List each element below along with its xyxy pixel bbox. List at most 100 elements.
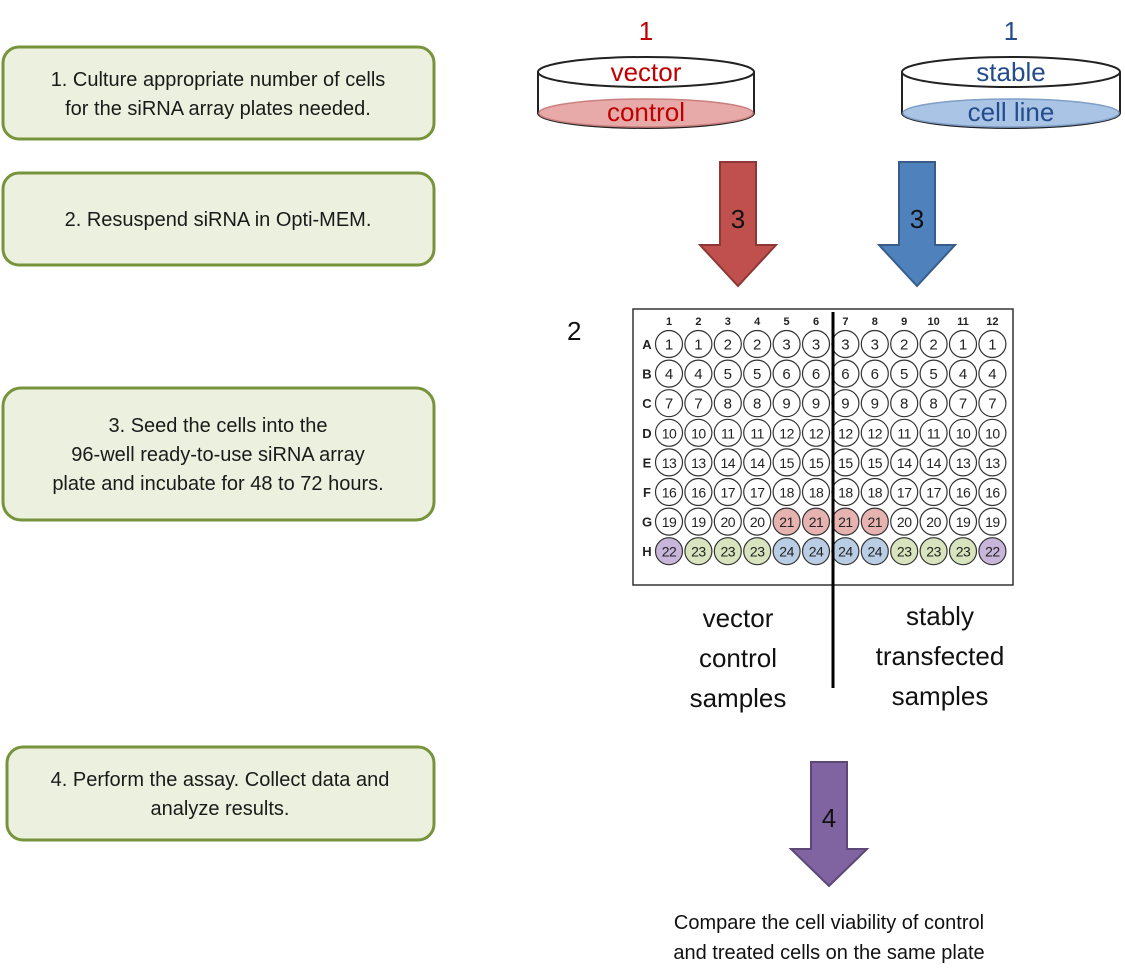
well-circle <box>801 537 831 566</box>
dish-2-number: 1 <box>1004 16 1018 46</box>
well-number: 8 <box>929 396 937 413</box>
well-circle <box>919 448 948 477</box>
plate-well: 14 <box>919 448 948 477</box>
well-number: 3 <box>841 337 849 354</box>
well-circle <box>919 477 948 507</box>
caption-left-line-3: samples <box>690 683 787 713</box>
well-number: 6 <box>871 366 879 383</box>
well-circle <box>772 389 801 418</box>
well-number: 5 <box>753 366 761 383</box>
well-number: 24 <box>779 544 794 560</box>
plate-well: 1 <box>978 329 1007 359</box>
plate-well: 2 <box>743 329 772 359</box>
dish-1-bottom-label: control <box>607 97 685 127</box>
well-number: 24 <box>868 544 883 560</box>
plate-well: 8 <box>713 389 742 418</box>
plate-well: 15 <box>831 448 860 477</box>
plate-well: 10 <box>684 418 713 447</box>
well-circle <box>743 507 772 536</box>
plate-well: 22 <box>978 537 1007 566</box>
arrow-4-purple: 4 <box>788 761 870 888</box>
well-circle <box>948 537 978 566</box>
plate-column-label: 1 <box>666 316 672 328</box>
dish-stable-cell-line: 1 stable cell line <box>901 16 1121 129</box>
plate-well: 18 <box>860 477 889 507</box>
step-3-box: 3. Seed the cells into the 96-well ready… <box>1 386 436 522</box>
dish-2-bottom-label: cell line <box>968 97 1055 127</box>
well-number: 8 <box>753 396 761 413</box>
step-2-box: 2. Resuspend siRNA in Opti-MEM. <box>1 171 436 267</box>
well-circle <box>860 448 889 477</box>
plate-well: 23 <box>743 537 772 566</box>
well-number: 2 <box>724 337 732 354</box>
well-circle <box>948 418 978 447</box>
well-number: 2 <box>900 337 908 354</box>
well-number: 22 <box>985 544 1000 560</box>
well-number: 12 <box>809 425 824 441</box>
dish-2-liquid <box>902 98 1120 128</box>
plate-well: 19 <box>654 507 684 536</box>
arrow-3-red-label: 3 <box>731 204 745 234</box>
well-number: 21 <box>809 514 824 530</box>
plate-well: 9 <box>860 389 889 418</box>
plate-well: 22 <box>654 537 684 566</box>
step-1-box: 1. Culture appropriate number of cells f… <box>1 45 436 141</box>
plate-well: 16 <box>978 477 1007 507</box>
plate-well: 14 <box>713 448 742 477</box>
dish-1-number: 1 <box>639 16 653 46</box>
plate-well: 23 <box>919 537 948 566</box>
well-number: 17 <box>897 485 912 501</box>
plate-well: 6 <box>801 359 831 388</box>
step-4-box: 4. Perform the assay. Collect data and a… <box>5 745 436 842</box>
plate-well: 7 <box>978 389 1007 418</box>
plate-column-label: 5 <box>784 316 790 328</box>
well-circle <box>772 448 801 477</box>
well-number: 17 <box>926 485 941 501</box>
well-number: 7 <box>665 396 673 413</box>
plate-well: 1 <box>948 329 978 359</box>
well-circle <box>860 329 889 359</box>
plate-well: 12 <box>772 418 801 447</box>
well-circle <box>890 507 919 536</box>
well-circle <box>919 418 948 447</box>
well-circle <box>654 537 684 566</box>
well-number: 6 <box>812 366 820 383</box>
well-circle <box>948 477 978 507</box>
plate-well: 3 <box>801 329 831 359</box>
well-circle <box>801 359 831 388</box>
plate-well: 21 <box>831 507 860 536</box>
well-number: 4 <box>665 366 673 383</box>
well-number: 2 <box>753 337 761 354</box>
well-circle <box>978 448 1007 477</box>
plate-well: 11 <box>743 418 772 447</box>
step-1-line-1: 1. Culture appropriate number of cells <box>51 69 386 91</box>
plate-well: 9 <box>801 389 831 418</box>
well-circle <box>801 507 831 536</box>
caption-right-line-1: stably <box>906 601 974 631</box>
well-circle <box>713 329 742 359</box>
step-3-line-3: plate and incubate for 48 to 72 hours. <box>52 473 383 495</box>
plate-well: 13 <box>684 448 713 477</box>
well-circle <box>743 477 772 507</box>
well-number: 20 <box>721 514 736 530</box>
well-circle <box>919 389 948 418</box>
well-number: 4 <box>694 366 702 383</box>
well-number: 10 <box>662 425 677 441</box>
well-circle <box>978 359 1007 388</box>
well-number: 23 <box>926 544 941 560</box>
plate-column-label: 11 <box>957 316 969 328</box>
well-number: 21 <box>838 514 853 530</box>
well-number: 17 <box>721 485 736 501</box>
plate-well: 7 <box>654 389 684 418</box>
well-number: 10 <box>956 425 971 441</box>
caption-vector-control: vector control samples <box>690 603 787 713</box>
plate-well: 8 <box>890 389 919 418</box>
caption-right-line-2: transfected <box>876 641 1005 671</box>
plate-well: 20 <box>743 507 772 536</box>
well-number: 20 <box>897 514 912 530</box>
plate-well: 5 <box>890 359 919 388</box>
well-number: 20 <box>750 514 765 530</box>
dish-vector-control: 1 vector control <box>537 16 755 129</box>
plate-well: 14 <box>743 448 772 477</box>
